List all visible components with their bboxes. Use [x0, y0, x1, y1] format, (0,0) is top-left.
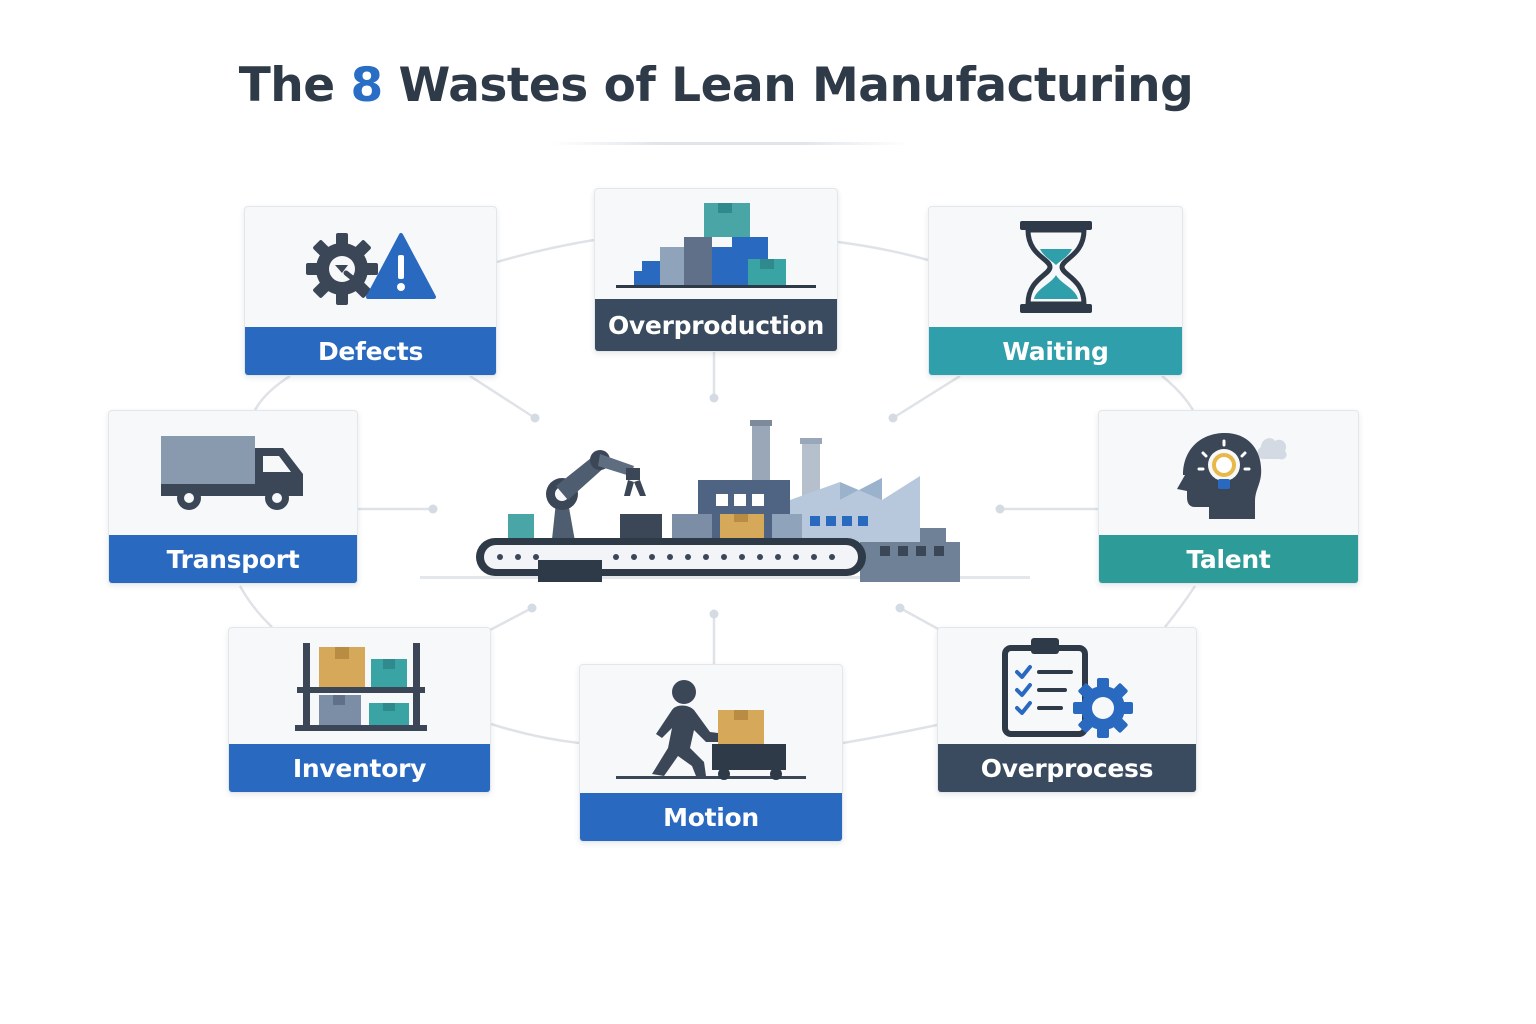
- clipboard-gear-icon: [1002, 638, 1133, 738]
- spoke-overprocess: [899, 606, 941, 632]
- title-suffix: Wastes of Lean Manufacturing: [382, 58, 1194, 113]
- connector-arc-bottom-right: [842, 723, 938, 745]
- waste-card-inventory: Inventory: [228, 627, 491, 793]
- hourglass-icon: [1019, 221, 1092, 313]
- waste-icon-area: [938, 628, 1196, 744]
- waste-label: Motion: [580, 793, 842, 841]
- spoke-dot-talent: [995, 504, 1005, 514]
- waste-label: Waiting: [929, 327, 1182, 375]
- waste-icon-area: [109, 411, 357, 535]
- waste-label: Defects: [245, 327, 496, 375]
- title-divider: [550, 142, 910, 145]
- spoke-dot-overproduction: [709, 393, 719, 403]
- waste-icon-area: [1099, 411, 1358, 535]
- spoke-defects: [469, 374, 536, 420]
- waste-card-transport: Transport: [108, 410, 358, 584]
- waste-icon-area: [595, 189, 837, 299]
- waste-card-overproduction: Overproduction: [594, 188, 838, 352]
- connector-arc-left-upper: [253, 374, 291, 411]
- waste-icon-area: [229, 628, 490, 744]
- waste-label: Talent: [1099, 535, 1358, 583]
- connector-arc-right-upper: [1161, 375, 1195, 411]
- connector-arc-top-right: [837, 240, 929, 262]
- waste-label: Transport: [109, 535, 357, 583]
- connector-arc-left-lower: [238, 585, 273, 628]
- connector-arc-bottom-left: [490, 722, 580, 745]
- waste-icon-area: [580, 665, 842, 793]
- truck-icon: [161, 436, 303, 510]
- waste-icon-area: [245, 207, 496, 327]
- factory-assembly-line-icon: [420, 420, 1030, 582]
- waste-card-overprocess: Overprocess: [937, 627, 1197, 793]
- gear-warning-icon: [305, 233, 436, 305]
- waste-icon-area: [929, 207, 1182, 327]
- waste-card-waiting: Waiting: [928, 206, 1183, 376]
- waste-label: Overproduction: [595, 299, 837, 351]
- spoke-dot-waiting: [888, 413, 898, 423]
- connector-arc-right-lower: [1164, 585, 1197, 628]
- waste-card-defects: Defects: [244, 206, 497, 376]
- spoke-dot-transport: [428, 504, 438, 514]
- waste-card-motion: Motion: [579, 664, 843, 842]
- spoke-waiting: [892, 374, 961, 420]
- title-prefix: The: [238, 58, 351, 113]
- spoke-dot-overprocess: [895, 603, 905, 613]
- spoke-inventory: [489, 606, 533, 632]
- shelf-boxes-icon: [294, 643, 427, 731]
- head-lightbulb-icon: [1176, 433, 1287, 519]
- title-number: 8: [350, 58, 383, 113]
- worker-cart-icon: [616, 680, 806, 780]
- spoke-dot-defects: [530, 413, 540, 423]
- stacked-boxes-icon: [616, 203, 816, 288]
- page-title: The 8 Wastes of Lean Manufacturing: [0, 58, 1432, 113]
- spoke-dot-motion: [709, 609, 719, 619]
- waste-label: Overprocess: [938, 744, 1196, 792]
- waste-card-talent: Talent: [1098, 410, 1359, 584]
- waste-label: Inventory: [229, 744, 490, 792]
- connector-arc-top-left: [496, 238, 595, 264]
- spoke-dot-inventory: [527, 603, 537, 613]
